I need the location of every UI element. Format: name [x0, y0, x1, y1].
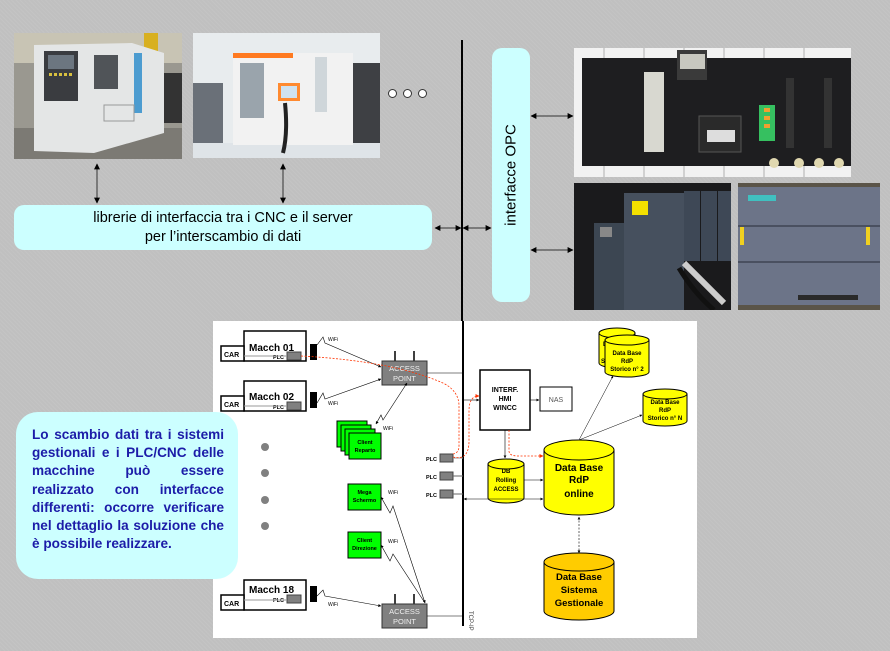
machine-01: CAR Macch 01 PLC WiFi — [220, 330, 382, 368]
explanatory-note-text: Lo scambio dati tra i sistemi gestionali… — [32, 427, 224, 552]
diagram-label: ACCESS — [389, 364, 420, 373]
plc-s7-1200-photo — [738, 183, 880, 310]
diagram-label: INTERF. — [492, 387, 519, 394]
opc-interfaces-box: interfacce OPC — [492, 48, 530, 302]
machine-01-plc-label: PLC — [273, 355, 284, 361]
plc-rack-photo — [574, 48, 851, 177]
interface-libraries-box: librerie di interfaccia tra i CNC e il s… — [14, 205, 432, 250]
diagram-label: DB — [502, 469, 511, 475]
machine-02-name: Macch 02 — [249, 392, 294, 403]
machine-01-name: Macch 01 — [249, 343, 294, 354]
diagram-label: Data Base — [556, 572, 602, 583]
diagram-label: WiFi — [388, 490, 398, 496]
diagram-label: RdP — [569, 475, 589, 486]
diagram-label: Rolling — [496, 478, 517, 484]
diagram-label: WiFi — [388, 539, 398, 545]
diagram-label: POINT — [393, 617, 416, 626]
plc-et200-photo — [574, 183, 731, 310]
diagram-label: Direzione — [352, 546, 377, 552]
diagram-label: Data Base — [650, 400, 680, 406]
diagram-label: Data Base — [612, 351, 642, 357]
machine-01-antenna — [310, 344, 317, 360]
nas: NAS — [530, 386, 573, 412]
machine-02: CAR Macch 02 PLC WiFi — [220, 378, 382, 412]
explanatory-note: Lo scambio dati tra i sistemi gestionali… — [16, 412, 238, 579]
db-storico-n: Data Base RdP Storico n° N — [642, 388, 688, 427]
bus-plc-1: PLC — [426, 453, 463, 463]
diagram-label: RdP — [659, 408, 671, 414]
machine-02-antenna — [310, 392, 317, 408]
network-diagram: TCP-IP CAR Macch 01 PLC WiFi CAR Macch 0… — [213, 321, 697, 638]
diagram-label: online — [564, 489, 594, 500]
diagram-label: Gestionale — [555, 598, 604, 609]
tcpip-bus-label: TCP-IP — [467, 611, 473, 631]
diagram-label: ACCESS — [389, 607, 420, 616]
diagram-label: St — [601, 359, 607, 365]
diagram-label: Client — [357, 538, 372, 544]
diagram-label: NAS — [549, 397, 564, 404]
db-sistema-gestionale: Data Base Sistema Gestionale — [543, 552, 615, 621]
interface-libraries-line2: per l’interscambio di dati — [144, 229, 302, 245]
diagram-label: WiFi — [328, 602, 338, 608]
machine-18-name: Macch 18 — [249, 585, 294, 596]
diagram-label: HMI — [499, 396, 512, 403]
cnc-lathe-photo — [14, 33, 182, 159]
red-dashed-path-plc-hmi — [452, 394, 480, 459]
diagram-label: PLC — [426, 475, 437, 481]
machine-18: CAR Macch 18 PLC WiFi — [220, 579, 382, 611]
diagram-label: WINCC — [493, 405, 517, 412]
db-storico-2: Da St Data Base RdP Storico n° 2 — [598, 327, 650, 378]
machine-18-plc-label: PLC — [273, 598, 284, 604]
db-rolling-access: DB Rolling ACCESS — [487, 430, 544, 504]
diagram-label: PLC — [426, 457, 437, 463]
diagram-label: Mega — [357, 490, 372, 496]
red-dashed-path-hmi-db — [508, 430, 544, 458]
diagram-label: ACCESS — [493, 487, 518, 493]
access-point-bottom: ACCESS POINT — [381, 594, 463, 629]
red-dashed-path-macch01 — [300, 355, 460, 455]
diagram-label: Sistema — [561, 585, 598, 596]
diagram-label: Reparto — [355, 448, 376, 454]
diagram-label: WiFi — [383, 426, 393, 432]
more-machines-ellipsis-icon — [388, 85, 433, 103]
more-machines-dots — [261, 443, 269, 530]
diagram-label: Storico n° N — [648, 416, 682, 422]
machine-01-car: CAR — [224, 352, 239, 359]
diagram-label: Client — [357, 440, 372, 446]
diagram-label: POINT — [393, 374, 416, 383]
mega-schermo: Mega Schermo WiFi — [347, 483, 398, 511]
machine-18-antenna — [310, 586, 317, 602]
diagram-label: PLC — [426, 493, 437, 499]
hmi-wincc: INTERF. HMI WINCC — [463, 369, 531, 431]
diagram-label: Schermo — [353, 498, 377, 504]
client-reparto: Client Reparto WiFi — [336, 382, 408, 460]
client-direzione: Client Direzione WiFi — [347, 531, 398, 559]
interface-libraries-line1: librerie di interfaccia tra i CNC e il s… — [93, 210, 353, 226]
diagram-label: WiFi — [328, 401, 338, 407]
machine-02-car: CAR — [224, 402, 239, 409]
bus-plc-2: PLC — [426, 471, 463, 481]
cnc-machining-center-photo — [193, 33, 380, 158]
machine-18-car: CAR — [224, 601, 239, 608]
bus-plc-3: PLC — [426, 489, 463, 499]
machine-18-plc — [286, 594, 302, 604]
db-rdp-online: Data Base RdP online — [543, 439, 615, 516]
diagram-label: Storico n° 2 — [610, 367, 644, 373]
machine-02-plc-label: PLC — [273, 405, 284, 411]
diagram-label: Data Base — [555, 463, 604, 474]
machine-02-plc — [286, 401, 302, 411]
diagram-label: WiFi — [328, 337, 338, 343]
access-point-top: ACCESS POINT — [381, 351, 463, 386]
diagram-label: RdP — [621, 359, 633, 365]
machine-01-plc — [286, 351, 302, 361]
